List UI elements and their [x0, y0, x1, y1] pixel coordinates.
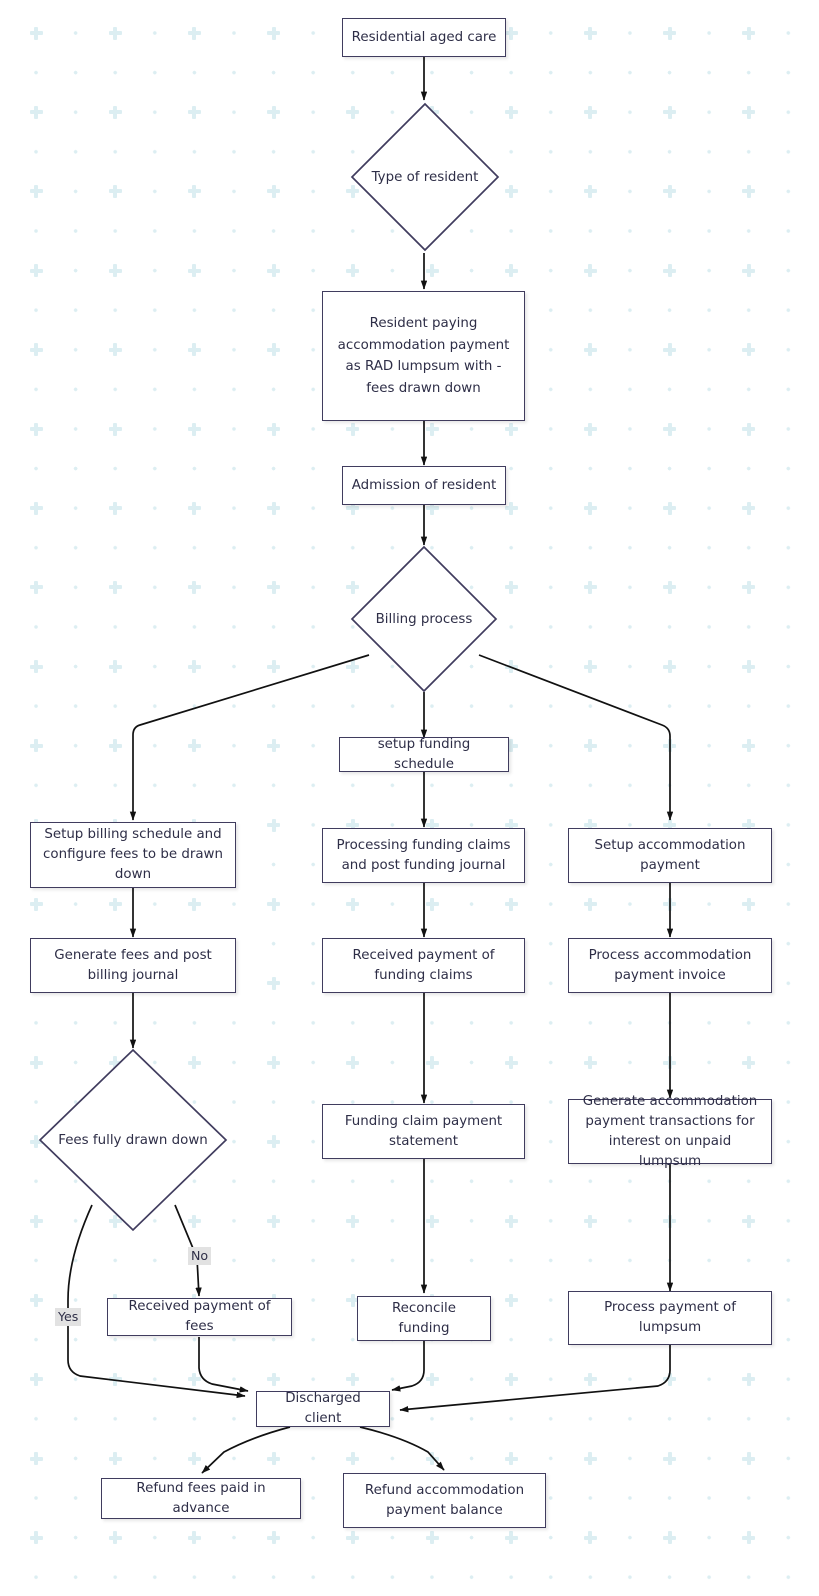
- edge-billing-to-setup-billing: [129, 654, 370, 821]
- edge-diamond-yes-to-discharged: [67, 1204, 246, 1399]
- node-refund-fees-paid-in-advance[interactable]: Refund fees paid in advance: [101, 1478, 301, 1519]
- node-billing-process[interactable]: Billing process: [350, 545, 498, 693]
- node-admission-of-resident[interactable]: Admission of resident: [342, 466, 506, 505]
- node-fees-fully-drawn-down[interactable]: Fees fully drawn down: [38, 1048, 228, 1232]
- node-label: Received payment of funding claims: [352, 947, 495, 983]
- node-label: Refund fees paid in advance: [136, 1480, 266, 1516]
- node-received-payment-of-fees[interactable]: Received payment of fees: [107, 1298, 292, 1336]
- node-label: Setup accommodation payment: [594, 837, 746, 873]
- edge-billing-to-setup-accom: [478, 654, 674, 821]
- node-label: Residential aged care: [351, 29, 497, 45]
- edge-label-yes: Yes: [55, 1308, 82, 1326]
- node-label: Setup billing schedule and configure fee…: [43, 827, 223, 882]
- node-label: Refund accommodation payment balance: [364, 1482, 525, 1518]
- node-label: Process payment of lumpsum: [604, 1300, 736, 1335]
- edge-reconcile-to-discharged: [391, 1341, 425, 1392]
- node-label: Admission of resident: [351, 477, 497, 493]
- node-setup-funding-schedule[interactable]: setup funding schedule: [339, 737, 509, 772]
- diamond-shape: [350, 545, 498, 693]
- node-discharged-client[interactable]: Discharged client: [256, 1391, 390, 1427]
- node-process-accommodation-invoice[interactable]: Process accommodation payment invoice: [568, 938, 772, 993]
- edge-discharged-to-refund-fees: [201, 1426, 291, 1474]
- node-label: Processing funding claims and post fundi…: [336, 837, 511, 873]
- node-generate-accommodation-transactions[interactable]: Generate accommodation payment transacti…: [568, 1094, 772, 1169]
- node-received-payment-funding-claims[interactable]: Received payment of funding claims: [322, 938, 525, 993]
- node-label: Resident paying accommodation payment as…: [337, 316, 510, 396]
- node-process-payment-of-lumpsum[interactable]: Process payment of lumpsum: [568, 1291, 772, 1345]
- node-label: setup funding schedule: [377, 736, 471, 772]
- edge-label-text: Yes: [58, 1309, 79, 1324]
- edge-lumpsum-to-discharged: [399, 1345, 671, 1413]
- node-processing-funding-claims[interactable]: Processing funding claims and post fundi…: [322, 828, 525, 883]
- node-type-of-resident[interactable]: Type of resident: [350, 102, 500, 252]
- node-label: Received payment of fees: [128, 1299, 271, 1334]
- edge-received-fees-to-discharged: [198, 1337, 249, 1393]
- edge-label-text: No: [191, 1248, 209, 1263]
- diamond-shape: [350, 102, 500, 252]
- node-resident-paying[interactable]: Resident paying accommodation payment as…: [322, 291, 525, 421]
- node-generate-fees[interactable]: Generate fees and post billing journal: [30, 938, 236, 993]
- node-funding-claim-statement[interactable]: Funding claim payment statement: [322, 1104, 525, 1159]
- node-setup-accommodation-payment[interactable]: Setup accommodation payment: [568, 828, 772, 883]
- edge-discharged-to-refund-accom: [359, 1426, 445, 1471]
- node-setup-billing-schedule[interactable]: Setup billing schedule and configure fee…: [30, 822, 236, 888]
- node-refund-accommodation-balance[interactable]: Refund accommodation payment balance: [343, 1473, 546, 1528]
- node-label: Generate fees and post billing journal: [54, 947, 212, 983]
- node-reconcile-funding[interactable]: Reconcile funding: [357, 1296, 491, 1341]
- node-label: Generate accommodation payment transacti…: [582, 1093, 758, 1169]
- node-label: Process accommodation payment invoice: [588, 947, 752, 983]
- node-label: Reconcile funding: [391, 1300, 457, 1336]
- diamond-shape: [38, 1048, 228, 1232]
- edge-label-no: No: [188, 1247, 212, 1265]
- node-residential-aged-care[interactable]: Residential aged care: [342, 18, 506, 57]
- node-label: Discharged client: [285, 1391, 361, 1426]
- node-label: Funding claim payment statement: [344, 1113, 503, 1149]
